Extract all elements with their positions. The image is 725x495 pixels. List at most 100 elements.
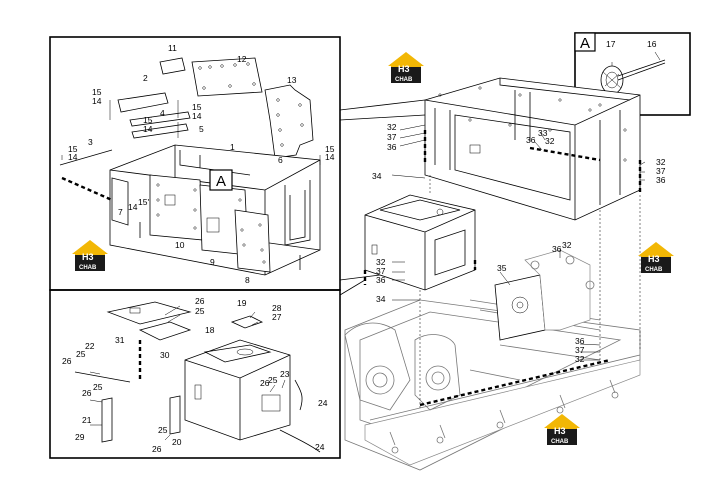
- label-15-e: 15: [325, 144, 335, 154]
- label-32-c: 32: [656, 157, 666, 167]
- callout-marker-a: A: [209, 169, 233, 191]
- label-35: 35: [497, 263, 507, 273]
- label-8: 8: [245, 275, 250, 285]
- label-1: 1: [230, 142, 235, 152]
- chassis-frame: [344, 249, 641, 471]
- label-10: 10: [175, 240, 185, 250]
- logo-mark: H3: [648, 254, 660, 264]
- logo-text: CHAB: [645, 267, 663, 273]
- upper-inset-panel: [49, 36, 341, 291]
- label-23: 23: [280, 369, 290, 379]
- logo-text: CHAB: [79, 265, 97, 271]
- label-31: 31: [115, 335, 125, 345]
- label-14-b: 14: [192, 111, 202, 121]
- label-14-f: 14: [128, 202, 138, 212]
- label-24-b: 24: [315, 442, 325, 452]
- label-24-a: 24: [318, 398, 328, 408]
- label-26-d: 26: [82, 388, 92, 398]
- label-34-b: 34: [376, 294, 386, 304]
- label-11: 11: [168, 43, 177, 53]
- label-2: 2: [143, 73, 148, 83]
- label-37-c: 37: [656, 166, 666, 176]
- part-5-rail: [131, 123, 189, 139]
- part-3-rod: [59, 149, 113, 166]
- leader-lines-right: [391, 124, 646, 361]
- label-32-f: 32: [575, 354, 585, 364]
- dashed-seal-chassis: [419, 358, 611, 407]
- part-35-mount-plate: [494, 274, 546, 341]
- label-20: 20: [172, 437, 182, 447]
- label-5: 5: [199, 124, 204, 134]
- label-3: 3: [88, 137, 93, 147]
- label-25-e: 25: [158, 425, 168, 435]
- part-2-bracket: [117, 92, 169, 113]
- label-26-e: 26: [152, 444, 162, 454]
- cab-frame-upper: [423, 77, 642, 221]
- label-25-d: 25: [93, 382, 103, 392]
- label-25-a: 25: [195, 306, 205, 316]
- label-36-f: 36: [575, 336, 585, 346]
- dashed-seal-cab: [423, 130, 642, 195]
- label-37-a: 37: [387, 132, 397, 142]
- part-18-box: [184, 339, 291, 441]
- label-36-a: 36: [387, 142, 397, 152]
- label-30: 30: [160, 350, 170, 360]
- label-19: 19: [237, 298, 247, 308]
- leader-upper-box: [339, 99, 426, 121]
- logo-text: CHAB: [551, 439, 569, 445]
- logo-left: H3 CHAB: [72, 240, 108, 271]
- label-32-e: 32: [376, 257, 386, 267]
- label-15-c: 15: [143, 115, 153, 125]
- part-21-clip: [101, 397, 113, 443]
- label-14-a: 14: [92, 96, 102, 106]
- label-14-c: 14: [143, 124, 153, 134]
- label-25-c: 25: [268, 375, 278, 385]
- part-22-rod: [74, 371, 131, 383]
- label-9: 9: [210, 257, 215, 267]
- leader-lines-lower: [89, 305, 286, 441]
- logo-mark: H3: [82, 252, 94, 262]
- part-12-panel: [191, 57, 263, 97]
- label-15-b: 15: [192, 102, 202, 112]
- middle-box: [363, 194, 477, 291]
- dashed-seal-upper: [61, 176, 113, 202]
- leader-lower-box: [339, 274, 381, 296]
- label-14-e: 14: [325, 152, 335, 162]
- part-labels: 11 12 13 2 15 14 15 4 14 15 14 5 3 1 15 …: [62, 39, 666, 454]
- detail-a-label: A: [580, 35, 590, 52]
- label-15-prime: 15': [138, 197, 149, 207]
- label-36-d: 36: [552, 244, 562, 254]
- label-21: 21: [82, 415, 92, 425]
- part-13-holes: [276, 98, 304, 147]
- part-30-plate: [138, 321, 192, 341]
- fastener-15-14-upper: [61, 100, 321, 165]
- label-36-e: 36: [376, 275, 386, 285]
- label-18: 18: [205, 325, 215, 335]
- label-29: 29: [75, 432, 85, 442]
- callout-marker-label: A: [216, 173, 226, 190]
- label-15-d: 15: [68, 144, 78, 154]
- cab-holes: [438, 86, 627, 162]
- label-25-b: 25: [76, 349, 86, 359]
- lower-inset-panel: [49, 289, 341, 459]
- chassis-holes: [391, 391, 619, 454]
- part-31-plate: [106, 301, 192, 325]
- label-32-b: 32: [545, 136, 555, 146]
- label-37-f: 37: [575, 345, 585, 355]
- logo-top: H3 CHAB: [388, 52, 424, 83]
- logo-mark: H3: [398, 64, 410, 74]
- label-36-b: 36: [526, 135, 536, 145]
- label-32-d: 32: [562, 240, 572, 250]
- logo-text: CHAB: [395, 77, 413, 83]
- label-26-a: 26: [195, 296, 205, 306]
- label-13: 13: [287, 75, 297, 85]
- label-22: 22: [85, 341, 95, 351]
- label-15-a: 15: [92, 87, 102, 97]
- part-24-cable: [279, 379, 321, 453]
- logo-mark: H3: [554, 426, 566, 436]
- logo-bottom: H3 CHAB: [544, 414, 580, 445]
- label-34-a: 34: [372, 171, 382, 181]
- label-12: 12: [237, 54, 247, 64]
- connector-lines: [419, 175, 641, 410]
- label-26-b: 26: [62, 356, 72, 366]
